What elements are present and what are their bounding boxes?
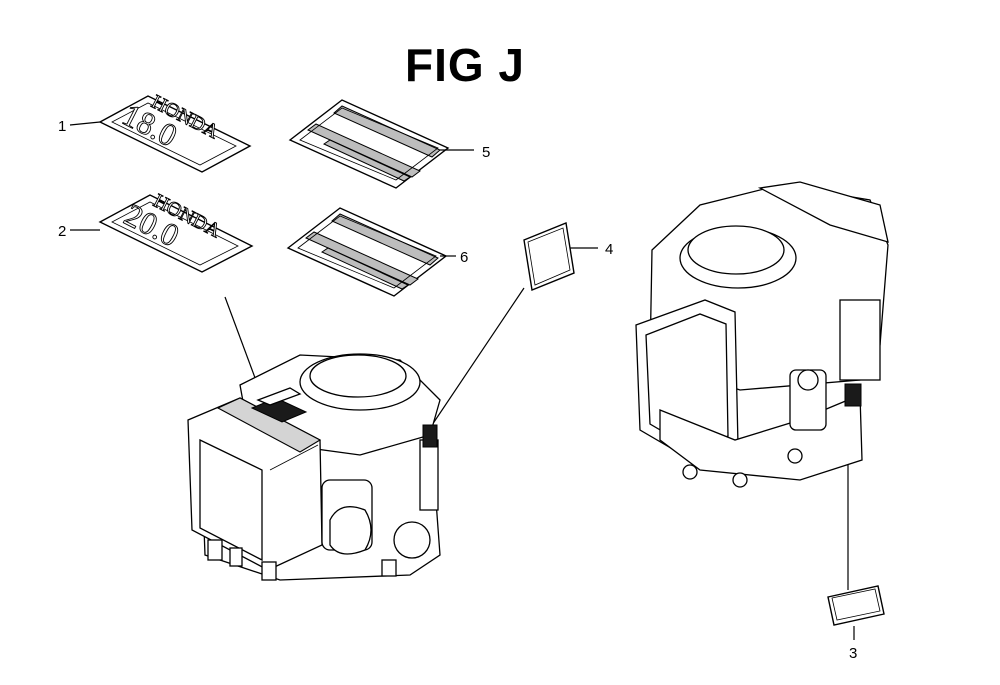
label-part-3[interactable] — [827, 585, 885, 626]
leader-line-4b — [429, 287, 525, 429]
engine-left — [187, 353, 441, 581]
figure-title: FIG J — [404, 39, 526, 91]
callout-6: 6 — [460, 249, 468, 266]
decal-1[interactable]: HONDA 18.0 — [98, 90, 252, 173]
label-part-4[interactable] — [523, 222, 575, 291]
callout-2: 2 — [58, 223, 66, 240]
callout-1: 1 — [58, 118, 66, 135]
leader-line-1 — [69, 121, 101, 126]
decal-6[interactable] — [286, 207, 448, 297]
engine-right — [635, 181, 889, 488]
callout-3: 3 — [849, 645, 857, 662]
decal-2[interactable]: HONDA 20.0 — [98, 189, 254, 273]
callout-5: 5 — [482, 144, 490, 161]
decal-5[interactable] — [288, 99, 450, 189]
callout-4: 4 — [605, 241, 613, 258]
